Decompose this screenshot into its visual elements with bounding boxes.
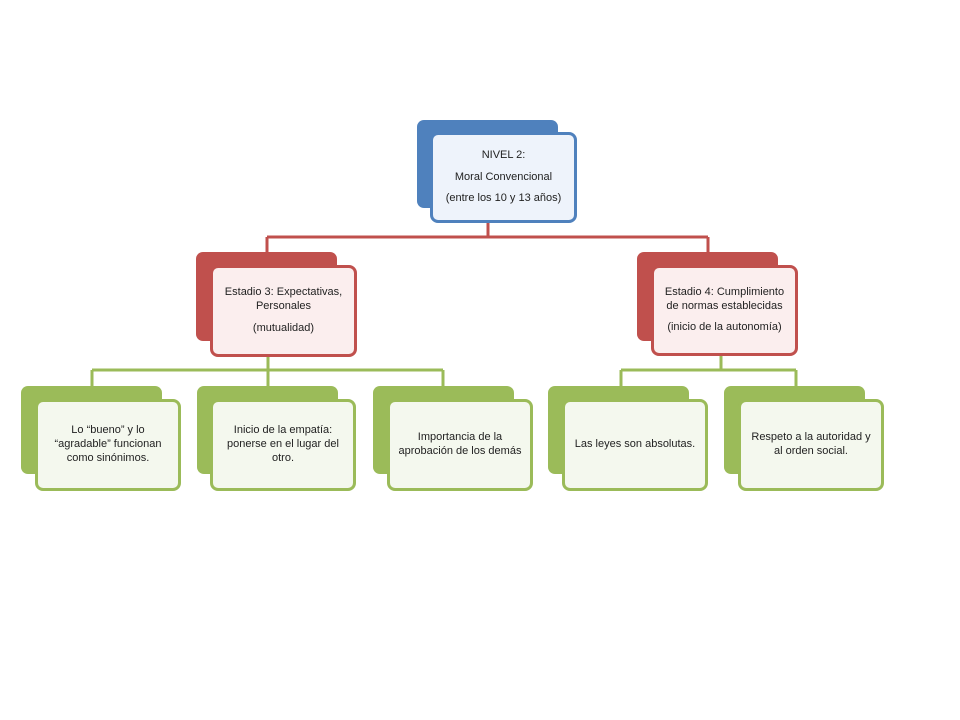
stage-3-subtitle: (mutualidad) [252,321,315,334]
leaf-5-text: Respeto a la autoridad y al orden social… [751,431,871,457]
root-line-2: Moral Convencional [454,170,553,183]
leaf-1-text: Lo “bueno” y lo “agradable” funcionan co… [54,424,162,464]
root-line-1: NIVEL 2: [481,148,526,161]
connector-stage3-leaves [90,356,445,386]
leaf-2-text: Inicio de la empatía: ponerse en el luga… [227,424,339,464]
connector-root-stages [265,222,710,252]
connector-stage4-leaves [619,354,798,386]
stage-4-title: Estadio 4: Cumplimiento de normas establ… [664,285,785,312]
leaf-4-text: Las leyes son absolutas. [574,438,696,451]
stage-4-subtitle: (inicio de la autonomía) [667,321,782,334]
leaf-3-text: Importancia de la aprobación de los demá… [398,431,522,457]
root-line-3: (entre los 10 y 13 años) [445,192,562,205]
stage-3-title: Estadio 3: Expectativas, Personales [224,286,343,313]
